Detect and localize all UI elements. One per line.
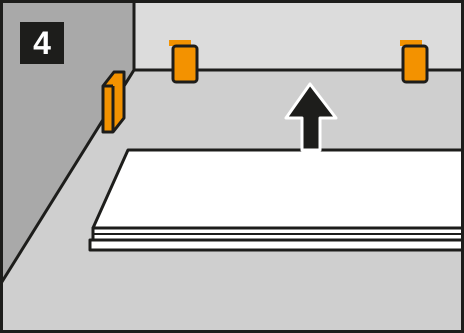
arrow-up-icon — [284, 82, 338, 152]
floor-plank — [88, 148, 464, 252]
spacer-block-icon — [101, 70, 126, 134]
spacer-block-icon — [400, 40, 429, 84]
spacer-block-icon — [169, 40, 199, 84]
step-number-badge: 4 — [20, 22, 64, 64]
left-wall — [0, 0, 134, 285]
